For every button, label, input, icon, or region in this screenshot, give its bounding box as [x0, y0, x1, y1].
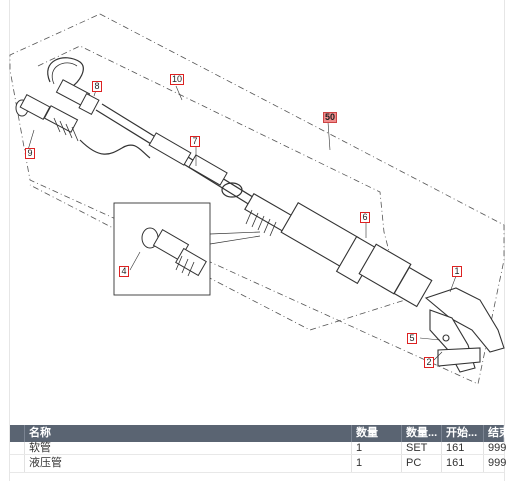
diagram-drawing — [9, 13, 505, 385]
cell-unit: PC — [402, 455, 442, 472]
cell-quantity: 1 — [352, 442, 402, 454]
cell-name: 软管 — [25, 442, 352, 454]
callout-label[interactable]: 7 — [190, 136, 200, 147]
callout-label[interactable]: 10 — [170, 74, 185, 85]
row-spacer — [10, 455, 25, 472]
cell-end: 999 — [488, 457, 507, 469]
callout-label[interactable]: 5 — [407, 333, 417, 344]
column-header-quantity[interactable]: 数量 — [352, 425, 402, 442]
column-header-unit[interactable]: 数量... — [402, 425, 442, 442]
cell-name: 液压管 — [25, 455, 352, 472]
callout-label[interactable]: 50 — [323, 112, 338, 123]
table-row[interactable]: 液压管 1 PC 161 999 — [10, 455, 507, 473]
cell-start: 161 — [442, 455, 484, 472]
header-spacer — [10, 425, 25, 442]
row-spacer — [10, 442, 25, 454]
exploded-parts-diagram: 10 8 50 7 9 6 4 1 5 2 — [9, 0, 505, 424]
callout-label[interactable]: 1 — [452, 266, 462, 277]
callout-label[interactable]: 6 — [360, 212, 370, 223]
column-header-start[interactable]: 开始... — [442, 425, 484, 442]
callout-label[interactable]: 2 — [424, 357, 434, 368]
cell-quantity: 1 — [352, 455, 402, 472]
column-header-end[interactable]: 结束 — [484, 425, 510, 442]
cell-start: 161 — [442, 442, 484, 454]
callout-label[interactable]: 4 — [119, 266, 129, 277]
column-header-name[interactable]: 名称 — [25, 425, 352, 442]
table-header-row: 名称 数量 数量... 开始... 结束 — [10, 425, 510, 442]
cell-unit: SET — [402, 442, 442, 454]
parts-table: 名称 数量 数量... 开始... 结束 软管 1 SET 161 999 液压… — [10, 425, 510, 473]
callout-label[interactable]: 9 — [25, 148, 35, 159]
cell-end: 999 — [488, 442, 507, 454]
parts-diagram-panel: 10 8 50 7 9 6 4 1 5 2 名称 数量 数量... 开始... … — [9, 0, 510, 481]
table-row[interactable]: 软管 1 SET 161 999 — [10, 442, 507, 455]
callout-label[interactable]: 8 — [92, 81, 102, 92]
